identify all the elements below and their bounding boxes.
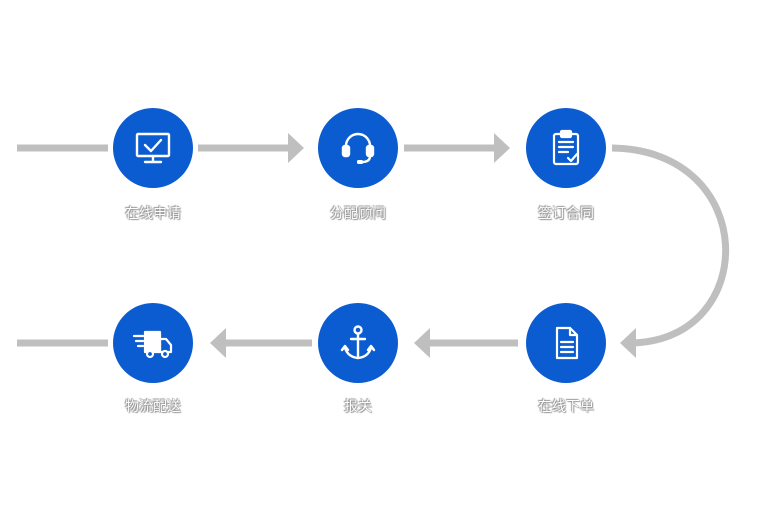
- arrowhead-right-2: [494, 133, 510, 163]
- anchor-icon: [340, 325, 376, 360]
- arrowhead-left-customs: [414, 328, 430, 358]
- step-sign-contract-node: [526, 108, 606, 188]
- step-logistics-node: [113, 303, 193, 383]
- step-sign-contract-label: 签订合同: [538, 206, 594, 222]
- step-assign-advisor-node: [318, 108, 398, 188]
- connector-contract-to-order-curve: [611, 144, 729, 347]
- monitor-check-icon: [135, 132, 171, 164]
- document-icon: [555, 326, 579, 360]
- step-customs-label: 报关: [344, 399, 372, 415]
- step-apply-online-node: [113, 108, 193, 188]
- arrowhead-right-1: [288, 133, 304, 163]
- step-logistics-label: 物流配送: [125, 399, 181, 415]
- clipboard-check-icon: [552, 129, 580, 166]
- step-customs-node: [318, 303, 398, 383]
- step-place-order-label: 在线下单: [538, 399, 594, 415]
- headset-icon: [341, 132, 375, 164]
- delivery-truck-icon: [132, 330, 173, 359]
- arrowhead-left-logistics: [210, 328, 226, 358]
- step-apply-online-label: 在线申请: [125, 206, 181, 222]
- step-assign-advisor-label: 分配顾问: [330, 206, 386, 222]
- step-place-order-node: [526, 303, 606, 383]
- arrowhead-left-order: [620, 328, 636, 358]
